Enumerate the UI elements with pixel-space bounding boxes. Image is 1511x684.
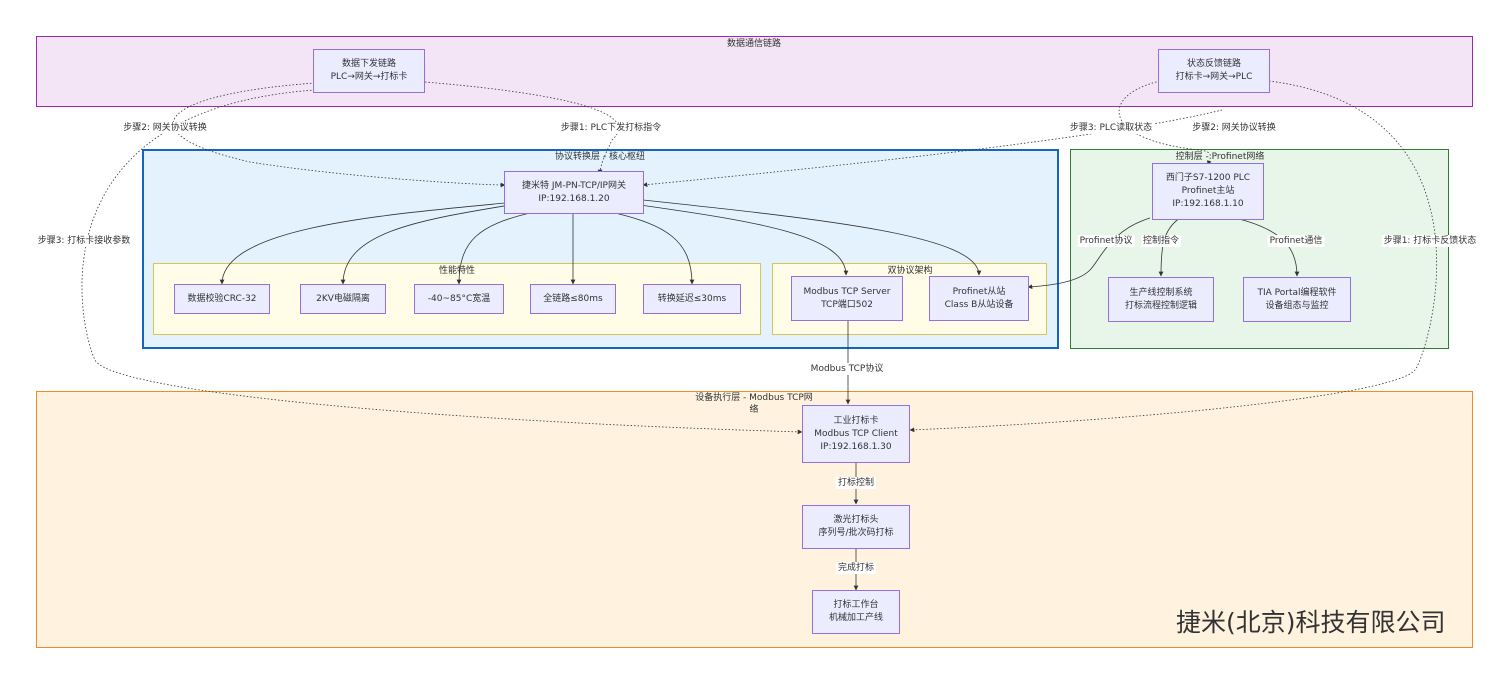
node-emi-label: 2KV电磁隔离 bbox=[316, 293, 370, 304]
node-data-downlink[interactable]: 数据下发链路 PLC→网关→打标卡 bbox=[313, 49, 425, 93]
node-profinet-slave-line1: Profinet从站 bbox=[952, 286, 1006, 297]
node-conversion-delay[interactable]: 转换延迟≤30ms bbox=[643, 284, 741, 314]
node-conversion-delay-label: 转换延迟≤30ms bbox=[657, 293, 727, 304]
node-plc-line2: Profinet主站 bbox=[1181, 186, 1235, 196]
company-name: 捷米(北京)科技有限公司 bbox=[1176, 608, 1446, 637]
node-profinet-slave[interactable]: Profinet从站 Class B从站设备 bbox=[929, 276, 1029, 321]
node-production-system-line1: 生产线控制系统 bbox=[1129, 287, 1193, 298]
node-emi[interactable]: 2KV电磁隔离 bbox=[300, 284, 386, 314]
node-crc-label: 数据校验CRC-32 bbox=[187, 293, 257, 304]
node-status-feedback[interactable]: 状态反馈链路 打标卡→网关→PLC bbox=[1158, 49, 1270, 93]
edge-plc-tia bbox=[1234, 217, 1300, 277]
cluster-title-device-layer: 设备执行层 - Modbus TCP网 络 bbox=[695, 393, 813, 415]
node-workbench-line2: 机械加工产线 bbox=[828, 613, 883, 623]
node-crc[interactable]: 数据校验CRC-32 bbox=[174, 284, 270, 314]
node-marking-card-line2: Modbus TCP Client bbox=[814, 428, 898, 439]
edge-label-step1-card-feedback: 步骤1: 打标卡反馈状态 bbox=[1381, 235, 1479, 247]
node-plc-line3: IP:192.168.1.10 bbox=[1172, 199, 1244, 209]
node-temperature-label: -40~85°C宽温 bbox=[427, 293, 491, 304]
node-gateway-line1: 捷米特 JM-PN-TCP/IP网关 bbox=[522, 180, 626, 191]
edge-label-step3-plc-read: 步骤3: PLC读取状态 bbox=[1067, 122, 1155, 134]
node-tia-portal-line2: 设备组态与监控 bbox=[1265, 300, 1329, 311]
node-data-downlink-line1: 数据下发链路 bbox=[341, 59, 396, 69]
node-status-feedback-line2: 打标卡→网关→PLC bbox=[1175, 72, 1253, 82]
edge-label-step3-card-receive: 步骤3: 打标卡接收参数 bbox=[35, 235, 133, 247]
edge-label-step2-gateway-left: 步骤2: 网关协议转换 bbox=[121, 122, 209, 134]
edge-gateway-modbus-server bbox=[639, 204, 849, 276]
edge-label-step1-plc-cmd: 步骤1: PLC下发打标指令 bbox=[558, 122, 664, 134]
cluster-title-control-layer: 控制层 - Profinet网络 bbox=[1175, 152, 1265, 162]
node-laser-head-line1: 激光打标头 bbox=[833, 515, 879, 525]
cluster-title-data-comm-link: 数据通信链路 bbox=[726, 39, 781, 49]
cluster-title-dual-protocol: 双协议架构 bbox=[887, 266, 933, 276]
edge-label-control-command: 控制指令 bbox=[1140, 235, 1182, 247]
edge-gateway-profinet-slave bbox=[642, 199, 982, 276]
node-workbench[interactable]: 打标工作台 机械加工产线 bbox=[812, 590, 900, 634]
node-laser-head[interactable]: 激光打标头 序列号/批次码打标 bbox=[802, 505, 910, 549]
edge-gateway-crc bbox=[219, 202, 506, 285]
cluster-title-performance: 性能特性 bbox=[438, 266, 475, 276]
node-production-system-line2: 打标流程控制逻辑 bbox=[1124, 300, 1197, 311]
node-gateway[interactable]: 捷米特 JM-PN-TCP/IP网关 IP:192.168.1.20 bbox=[504, 171, 644, 214]
node-tia-portal[interactable]: TIA Portal编程软件 设备组态与监控 bbox=[1243, 277, 1351, 322]
edge-gateway-temp bbox=[456, 212, 531, 285]
node-profinet-slave-line2: Class B从站设备 bbox=[944, 299, 1014, 310]
node-marking-card[interactable]: 工业打标卡 Modbus TCP Client IP:192.168.1.30 bbox=[802, 405, 910, 463]
node-laser-head-line2: 序列号/批次码打标 bbox=[818, 528, 894, 538]
node-full-link[interactable]: 全链路≤80ms bbox=[530, 284, 616, 314]
node-modbus-server-line2: TCP端口502 bbox=[821, 299, 873, 310]
node-production-system[interactable]: 生产线控制系统 打标流程控制逻辑 bbox=[1108, 277, 1214, 322]
node-modbus-server[interactable]: Modbus TCP Server TCP端口502 bbox=[791, 276, 903, 321]
node-full-link-label: 全链路≤80ms bbox=[543, 293, 603, 304]
node-workbench-line1: 打标工作台 bbox=[833, 600, 879, 610]
cluster-title-protocol-conversion: 协议转换层 - 核心枢纽 bbox=[555, 152, 645, 162]
node-status-feedback-line1: 状态反馈链路 bbox=[1186, 59, 1241, 69]
node-marking-card-line1: 工业打标卡 bbox=[833, 415, 879, 426]
node-plc[interactable]: 西门子S7-1200 PLC Profinet主站 IP:192.168.1.1… bbox=[1152, 163, 1264, 220]
edge-gateway-emi bbox=[340, 204, 511, 285]
edge-label-modbus-protocol: Modbus TCP协议 bbox=[808, 363, 886, 375]
node-temperature[interactable]: -40~85°C宽温 bbox=[414, 284, 504, 314]
node-modbus-server-line1: Modbus TCP Server bbox=[803, 286, 891, 297]
edge-downlink-gateway bbox=[172, 82, 506, 188]
edge-downlink-card bbox=[81, 89, 803, 435]
edge-plc-prod-sys bbox=[1158, 217, 1181, 277]
edge-feedback-card bbox=[909, 80, 1437, 433]
node-marking-card-line3: IP:192.168.1.30 bbox=[820, 441, 892, 452]
node-data-downlink-line2: PLC→网关→打标卡 bbox=[330, 72, 408, 82]
cluster-device-layer bbox=[36, 391, 1473, 648]
edge-label-mark-control: 打标控制 bbox=[835, 477, 877, 489]
node-plc-line1: 西门子S7-1200 PLC bbox=[1165, 173, 1251, 183]
edge-plc-profinet-slave bbox=[1027, 217, 1151, 290]
node-tia-portal-line1: TIA Portal编程软件 bbox=[1257, 287, 1337, 298]
edge-label-profinet-protocol: Profinet协议 bbox=[1077, 235, 1135, 247]
edge-gateway-delay bbox=[614, 212, 695, 285]
edge-label-mark-done: 完成打标 bbox=[835, 562, 877, 574]
edge-label-step2-gateway-right: 步骤2: 网关协议转换 bbox=[1190, 122, 1278, 134]
edge-label-profinet-comm: Profinet通信 bbox=[1267, 235, 1325, 247]
node-gateway-line2: IP:192.168.1.20 bbox=[538, 193, 610, 204]
